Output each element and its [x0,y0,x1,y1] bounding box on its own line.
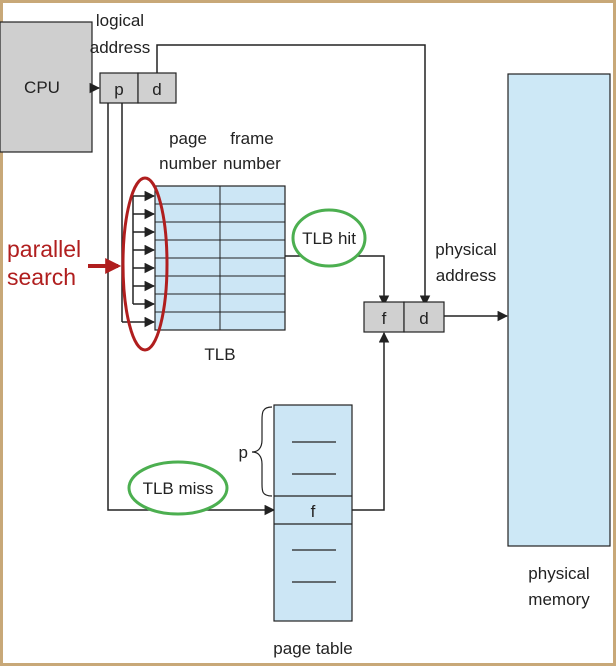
tlb-miss-highlight [127,460,229,516]
physical-address-label-line1: physical [435,240,496,259]
logical-address-d: d [152,80,161,99]
physical-address-f: f [382,309,387,328]
logical-address-label-line1: logical [96,11,144,30]
page-table-entries [292,441,336,583]
page-table-f: f [311,502,316,521]
physical-address-d: d [419,309,428,328]
tlb-col-page-line1: page [169,129,207,148]
tlb-hit-highlight [291,208,367,268]
page-table-brace [251,406,273,497]
physical-address-d-cell [403,301,445,333]
cpu-label: CPU [24,78,60,97]
parallel-search-line1: parallel [7,236,81,262]
physical-memory-label-line2: memory [528,590,590,609]
page-table-p: p [239,443,248,462]
tlb-hit-label: TLB hit [302,229,356,248]
tlb-miss-label: TLB miss [143,479,214,498]
tlb-col-frame-line2: number [223,154,281,173]
tlb-col-page-line2: number [159,154,217,173]
offset-d-path [156,44,431,307]
logical-address-label-line2: address [90,38,150,57]
page-table-to-frame-path [352,331,390,511]
page-number-path [107,103,276,516]
logical-address-p: p [114,80,123,99]
parallel-search-line2: search [7,264,76,290]
page-table [273,404,353,622]
parallel-search-highlight [121,176,169,352]
physical-address-label-line2: address [436,266,496,285]
tlb-row-dividers [155,203,285,313]
physical-memory-label-line1: physical [528,564,589,583]
physical-address-f-cell [363,301,405,333]
tlb-col-frame-line1: frame [230,129,273,148]
page-table-label: page table [273,639,352,658]
physical-memory [507,73,611,547]
tlb-label: TLB [204,345,235,364]
